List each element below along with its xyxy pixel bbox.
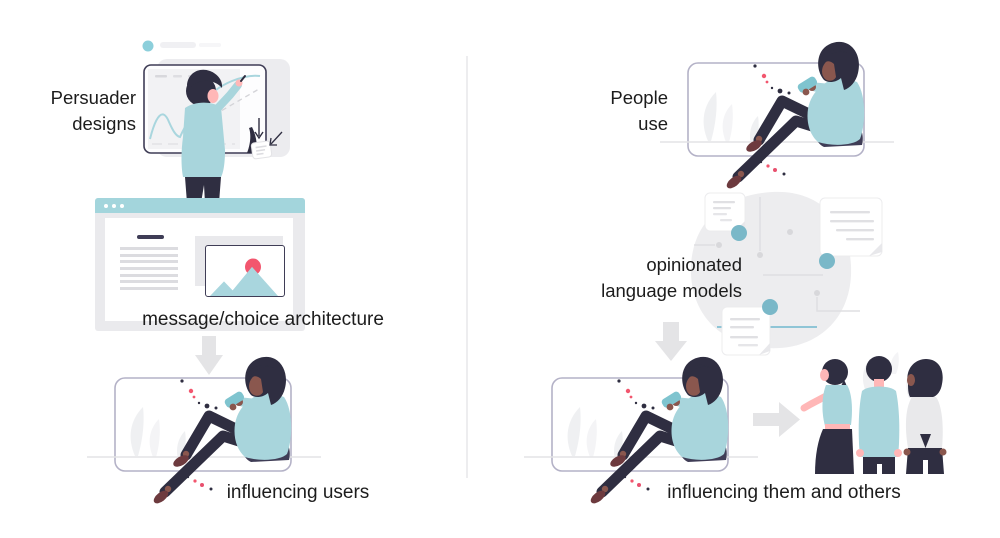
chart-curve [149,74,261,140]
right-mid-label-line2: language models [601,280,742,301]
window-dot-icon [104,203,108,208]
left-top-label-line2: designs [72,113,136,134]
left-top-label: Persuader designs [0,85,136,137]
right-mid-label: opinionated language models [542,252,742,304]
group-of-people-illustration [800,352,947,474]
browser-page-content [105,218,293,321]
right-top-label: People use [540,85,668,137]
person-left [800,359,854,474]
right-top-label-line1: People [610,87,668,108]
chat-bubble-icon [819,197,883,269]
down-arrow-icon [195,336,223,375]
chat-bubble-icon [721,299,778,356]
chat-bubble-icon [704,192,747,241]
right-mid-label-line1: opinionated [646,254,742,275]
language-model-illustration [690,191,883,356]
bullet-dot-icon [142,40,154,52]
image-placeholder-icon [205,245,285,297]
right-arrow-icon [753,402,800,437]
person-middle [856,356,902,474]
left-top-label-line1: Persuader [50,87,136,108]
designer-person [181,69,246,203]
panel-divider [466,56,468,478]
left-bottom-caption: influencing users [226,482,370,503]
small-down-arrow-icon [254,131,264,140]
webpage-mockup-illustration [95,198,305,331]
small-diagonal-arrow-icon [269,137,277,146]
down-arrow-icon [655,322,687,361]
browser-title-bar [95,198,305,213]
right-bottom-caption: influencing them and others [667,482,901,503]
window-dot-icon [112,203,116,208]
left-mid-caption: message/choice architecture [142,309,384,330]
right-top-label-line2: use [638,113,668,134]
window-dot-icon [120,203,124,208]
page-heading-placeholder [137,235,164,239]
whiteboard-designer-illustration [142,40,290,203]
sitting-woman-illustration [658,35,898,190]
note-icon [250,140,273,160]
person-right [903,359,947,474]
